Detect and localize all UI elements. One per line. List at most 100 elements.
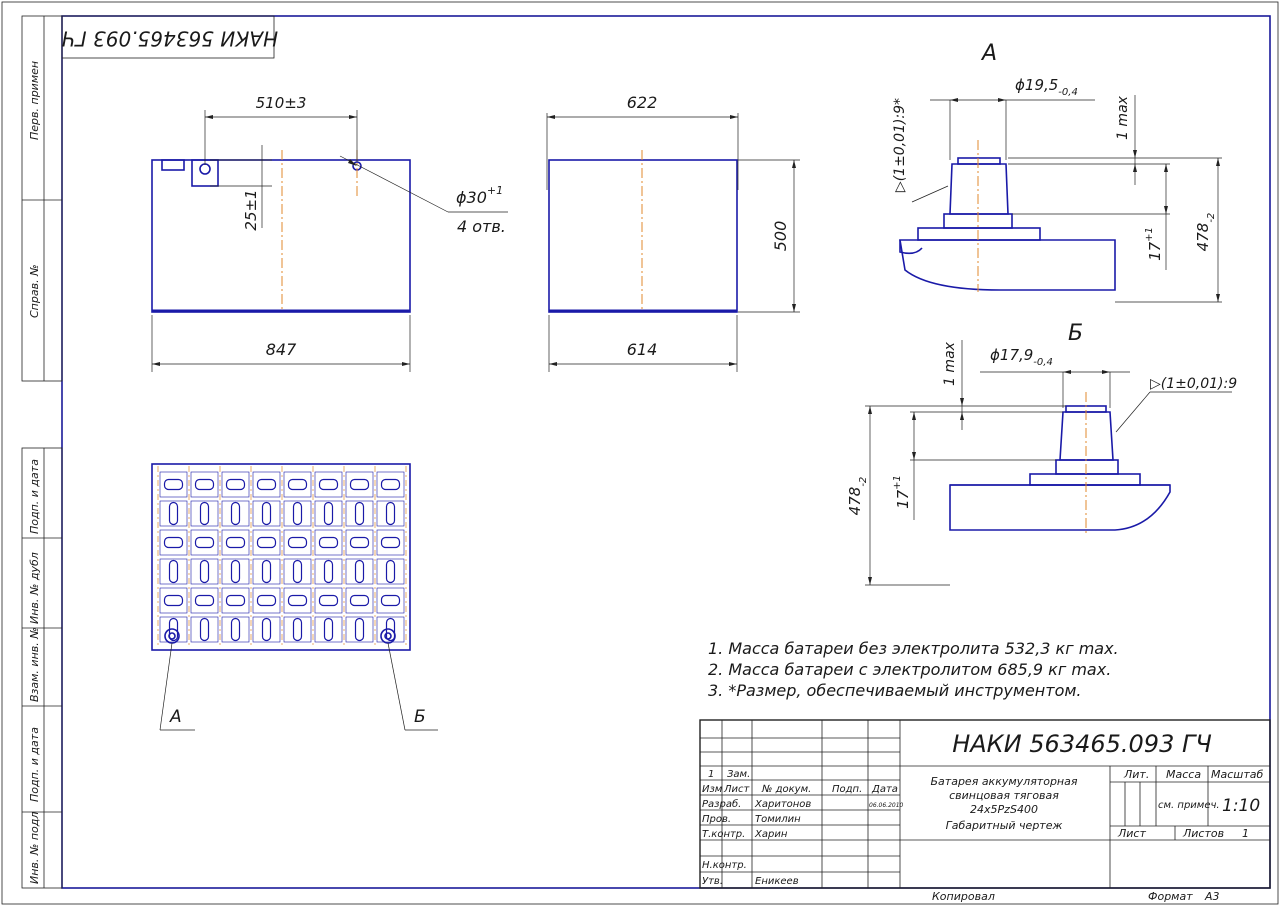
cell-outline (283, 500, 312, 527)
cell-terminal (199, 559, 210, 584)
cell-terminal (256, 478, 277, 491)
cell-outline (159, 500, 188, 527)
cell-terminal (292, 501, 303, 526)
detail-a-label: A (980, 41, 997, 66)
cell-outline (283, 616, 312, 643)
cell-terminal (354, 617, 365, 642)
plan-callout-b: Б (414, 707, 426, 727)
detail-a-dia: ϕ19,5-0,4 (1015, 76, 1078, 98)
cell-terminal (323, 617, 334, 642)
role: Т.контр. (702, 829, 745, 840)
title-name-line: свинцовая тяговая (949, 789, 1059, 802)
header-list: Лист (723, 784, 751, 795)
detail-b-h478: 478-2 (846, 477, 869, 516)
cell-outline (252, 558, 281, 585)
cell-outline (252, 587, 281, 614)
cell-terminal (199, 501, 210, 526)
cell-outline (345, 587, 374, 614)
cell-outline (345, 558, 374, 585)
cell-outline (190, 529, 219, 556)
role: Н.контр. (702, 860, 747, 871)
title-code: НАКИ 563465.093 ГЧ (952, 730, 1212, 758)
cell-terminal (163, 478, 184, 491)
date-small: 06.06.2010 (869, 802, 904, 809)
person: Харитонов (754, 799, 811, 810)
detail-a-max: 1 max (1115, 95, 1131, 140)
cell-terminal (318, 478, 339, 491)
cell-outline (345, 616, 374, 643)
cell-terminal (318, 536, 339, 549)
cell-terminal (230, 501, 241, 526)
cell-terminal (385, 501, 396, 526)
format-label: Формат (1148, 890, 1193, 903)
cell-terminal (194, 478, 215, 491)
cell-outline (283, 529, 312, 556)
cell-outline (283, 471, 312, 498)
side-dim-top: 622 (627, 93, 658, 112)
cell-outline (376, 587, 405, 614)
cell-outline (159, 616, 188, 643)
note-2: 2. Масса батареи с электролитом 685,9 кг… (708, 660, 1111, 679)
header-doc: № докум. (761, 784, 811, 795)
left-strip: Перв. примен Справ. № Подп. и дата Инв. … (21, 15, 63, 889)
cell-terminal (163, 594, 184, 607)
strip-label: Подп. и дата (28, 727, 41, 802)
cell-outline (190, 471, 219, 498)
cell-outline (159, 471, 188, 498)
cell-outline (252, 500, 281, 527)
cell-outline (252, 616, 281, 643)
cell-terminal (292, 617, 303, 642)
cell-terminal (287, 536, 308, 549)
role: Разраб. (702, 798, 741, 810)
scale-label: Масштаб (1211, 768, 1263, 781)
rotated-stamp-code: НАКИ 563465.093 ГЧ (62, 27, 279, 51)
change-num: 1 (708, 769, 714, 780)
cell-terminal (323, 501, 334, 526)
front-dim-top: 510±3 (256, 94, 307, 112)
cell-terminal (230, 617, 241, 642)
cell-outline (314, 616, 343, 643)
lit-label: Лит. (1123, 768, 1149, 781)
title-name-line: Габаритный чертеж (946, 819, 1063, 832)
cell-outline (221, 616, 250, 643)
detail-a-taper: ▷(1±0,01):9* (892, 98, 908, 192)
cell-outline (283, 558, 312, 585)
cell-outline (190, 500, 219, 527)
cell-terminal (163, 536, 184, 549)
cell-terminal (292, 559, 303, 584)
cell-outline (314, 587, 343, 614)
role: Утв. (702, 876, 723, 887)
cell-terminal (380, 594, 401, 607)
side-dim-bottom: 614 (627, 340, 658, 359)
cell-outline (314, 558, 343, 585)
detail-a-h17: 17+1 (1144, 227, 1164, 261)
cell-outline (252, 529, 281, 556)
strip-label: Справ. № (28, 264, 41, 318)
cell-terminal (349, 536, 370, 549)
note-3: 3. *Размер, обеспечиваемый инструментом. (708, 681, 1082, 700)
cell-terminal (349, 594, 370, 607)
header-date: Дата (871, 784, 898, 795)
front-hole-dia: ϕ30+1 (456, 184, 503, 207)
person: Еникеев (755, 876, 799, 887)
cell-terminal (287, 478, 308, 491)
role: Пров. (702, 814, 731, 825)
cell-outline (221, 471, 250, 498)
cell-terminal (261, 559, 272, 584)
detail-b-taper: ▷(1±0,01):9 (1150, 376, 1237, 392)
front-dim-height: 25±1 (242, 189, 260, 230)
cell-outline (345, 529, 374, 556)
cell-outline (221, 558, 250, 585)
cell-outline (159, 587, 188, 614)
notes: 1. Масса батареи без электролита 532,3 к… (708, 639, 1119, 700)
scale-value: 1:10 (1222, 796, 1260, 816)
title-name-line: 24x5PzS400 (970, 803, 1038, 816)
front-hole-count: 4 отв. (457, 217, 506, 236)
detail-b-dia: ϕ17,9-0,4 (990, 346, 1053, 368)
mass-value: см. примеч. (1158, 800, 1220, 811)
cell-outline (252, 471, 281, 498)
cell-terminal (194, 594, 215, 607)
title-block: НАКИ 563465.093 ГЧ Батарея аккумуляторна… (699, 719, 1271, 903)
